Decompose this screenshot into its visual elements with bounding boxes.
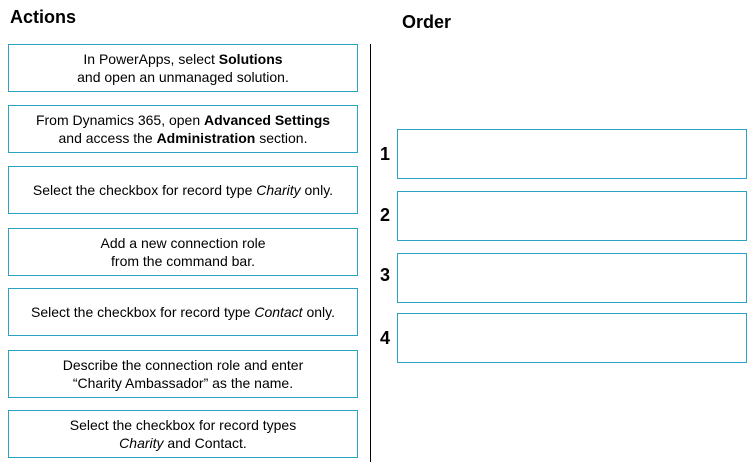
order-slot-4[interactable] — [397, 313, 747, 363]
action-text: only. — [302, 304, 336, 320]
order-slot-1[interactable] — [397, 129, 747, 179]
action-text-italic: Charity — [256, 182, 301, 198]
action-text: from the command bar. — [111, 253, 255, 269]
action-text: Select the checkbox for record types — [69, 417, 297, 433]
order-number-4: 4 — [380, 328, 391, 348]
order-number-3: 3 — [380, 265, 391, 285]
action-card[interactable]: In PowerApps, select Solutions and open … — [8, 44, 358, 92]
action-text-bold: Solutions — [218, 51, 283, 67]
action-card[interactable]: Add a new connection role from the comma… — [8, 228, 358, 276]
action-text: Add a new connection role — [100, 235, 266, 251]
action-text-italic: Charity — [119, 435, 164, 451]
action-text: and Contact. — [163, 435, 247, 451]
order-number-1: 1 — [380, 144, 391, 164]
action-text: and open an unmanaged solution. — [77, 69, 289, 85]
order-heading: Order — [402, 12, 452, 32]
action-text: From Dynamics 365, open — [35, 112, 205, 128]
action-text-bold: Administration — [156, 130, 256, 146]
action-text-bold: Advanced Settings — [204, 112, 331, 128]
action-card[interactable]: Select the checkbox for record type Cont… — [8, 288, 358, 336]
action-card[interactable]: Select the checkbox for record types Cha… — [8, 410, 358, 458]
actions-heading: Actions — [10, 7, 77, 27]
order-number-2: 2 — [380, 205, 391, 225]
action-text: section. — [255, 130, 308, 146]
column-divider — [370, 44, 371, 462]
action-card[interactable]: Describe the connection role and enter “… — [8, 350, 358, 398]
action-text: and access the — [58, 130, 157, 146]
action-text: Select the checkbox for record type — [30, 304, 255, 320]
order-slot-2[interactable] — [397, 191, 747, 241]
action-text: Select the checkbox for record type — [32, 182, 257, 198]
action-card[interactable]: From Dynamics 365, open Advanced Setting… — [8, 105, 358, 153]
action-text-italic: Contact — [254, 304, 303, 320]
action-text: “Charity Ambassador” as the name. — [72, 375, 294, 391]
action-card[interactable]: Select the checkbox for record type Char… — [8, 166, 358, 214]
action-text: only. — [300, 182, 334, 198]
action-text: Describe the connection role and enter — [62, 357, 304, 373]
order-slot-3[interactable] — [397, 253, 747, 303]
action-text: In PowerApps, select — [83, 51, 219, 67]
